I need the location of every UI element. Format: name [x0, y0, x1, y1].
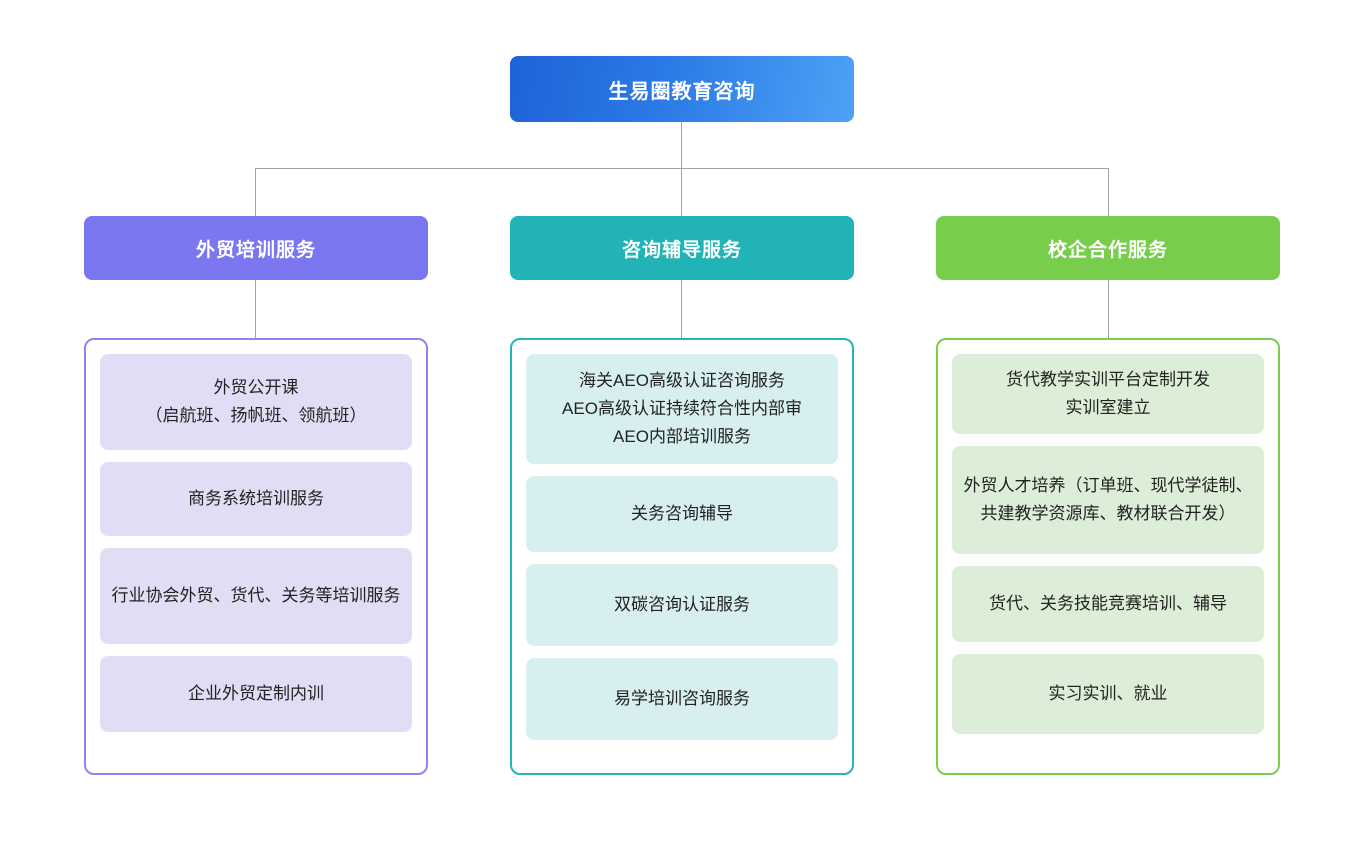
connector-drop-consulting: [681, 168, 682, 216]
leaf-item[interactable]: 海关AEO高级认证咨询服务 AEO高级认证持续符合性内部审 AEO内部培训服务: [526, 354, 838, 464]
category-header-training[interactable]: 外贸培训服务: [84, 216, 428, 280]
connector-header-to-box-school-enterprise: [1108, 280, 1109, 338]
category-header-consulting[interactable]: 咨询辅导服务: [510, 216, 854, 280]
connector-header-to-box-consulting: [681, 280, 682, 338]
category-box-training: 外贸公开课 （启航班、扬帆班、领航班） 商务系统培训服务 行业协会外贸、货代、关…: [84, 338, 428, 775]
connector-horizontal-rail: [255, 168, 1109, 169]
leaf-item[interactable]: 行业协会外贸、货代、关务等培训服务: [100, 548, 412, 644]
leaf-item[interactable]: 关务咨询辅导: [526, 476, 838, 552]
leaf-item[interactable]: 货代教学实训平台定制开发 实训室建立: [952, 354, 1264, 434]
connector-root-trunk: [681, 122, 682, 168]
leaf-item[interactable]: 实习实训、就业: [952, 654, 1264, 734]
leaf-item[interactable]: 双碳咨询认证服务: [526, 564, 838, 646]
category-box-school-enterprise: 货代教学实训平台定制开发 实训室建立 外贸人才培养（订单班、现代学徒制、共建教学…: [936, 338, 1280, 775]
connector-drop-training: [255, 168, 256, 216]
connector-header-to-box-training: [255, 280, 256, 338]
leaf-item[interactable]: 货代、关务技能竞赛培训、辅导: [952, 566, 1264, 642]
leaf-item[interactable]: 外贸公开课 （启航班、扬帆班、领航班）: [100, 354, 412, 450]
leaf-item[interactable]: 商务系统培训服务: [100, 462, 412, 536]
leaf-item[interactable]: 易学培训咨询服务: [526, 658, 838, 740]
category-header-school-enterprise[interactable]: 校企合作服务: [936, 216, 1280, 280]
category-box-consulting: 海关AEO高级认证咨询服务 AEO高级认证持续符合性内部审 AEO内部培训服务 …: [510, 338, 854, 775]
leaf-item[interactable]: 外贸人才培养（订单班、现代学徒制、共建教学资源库、教材联合开发）: [952, 446, 1264, 554]
leaf-item[interactable]: 企业外贸定制内训: [100, 656, 412, 732]
connector-drop-school-enterprise: [1108, 168, 1109, 216]
root-node-company[interactable]: 生易圈教育咨询: [510, 56, 854, 122]
